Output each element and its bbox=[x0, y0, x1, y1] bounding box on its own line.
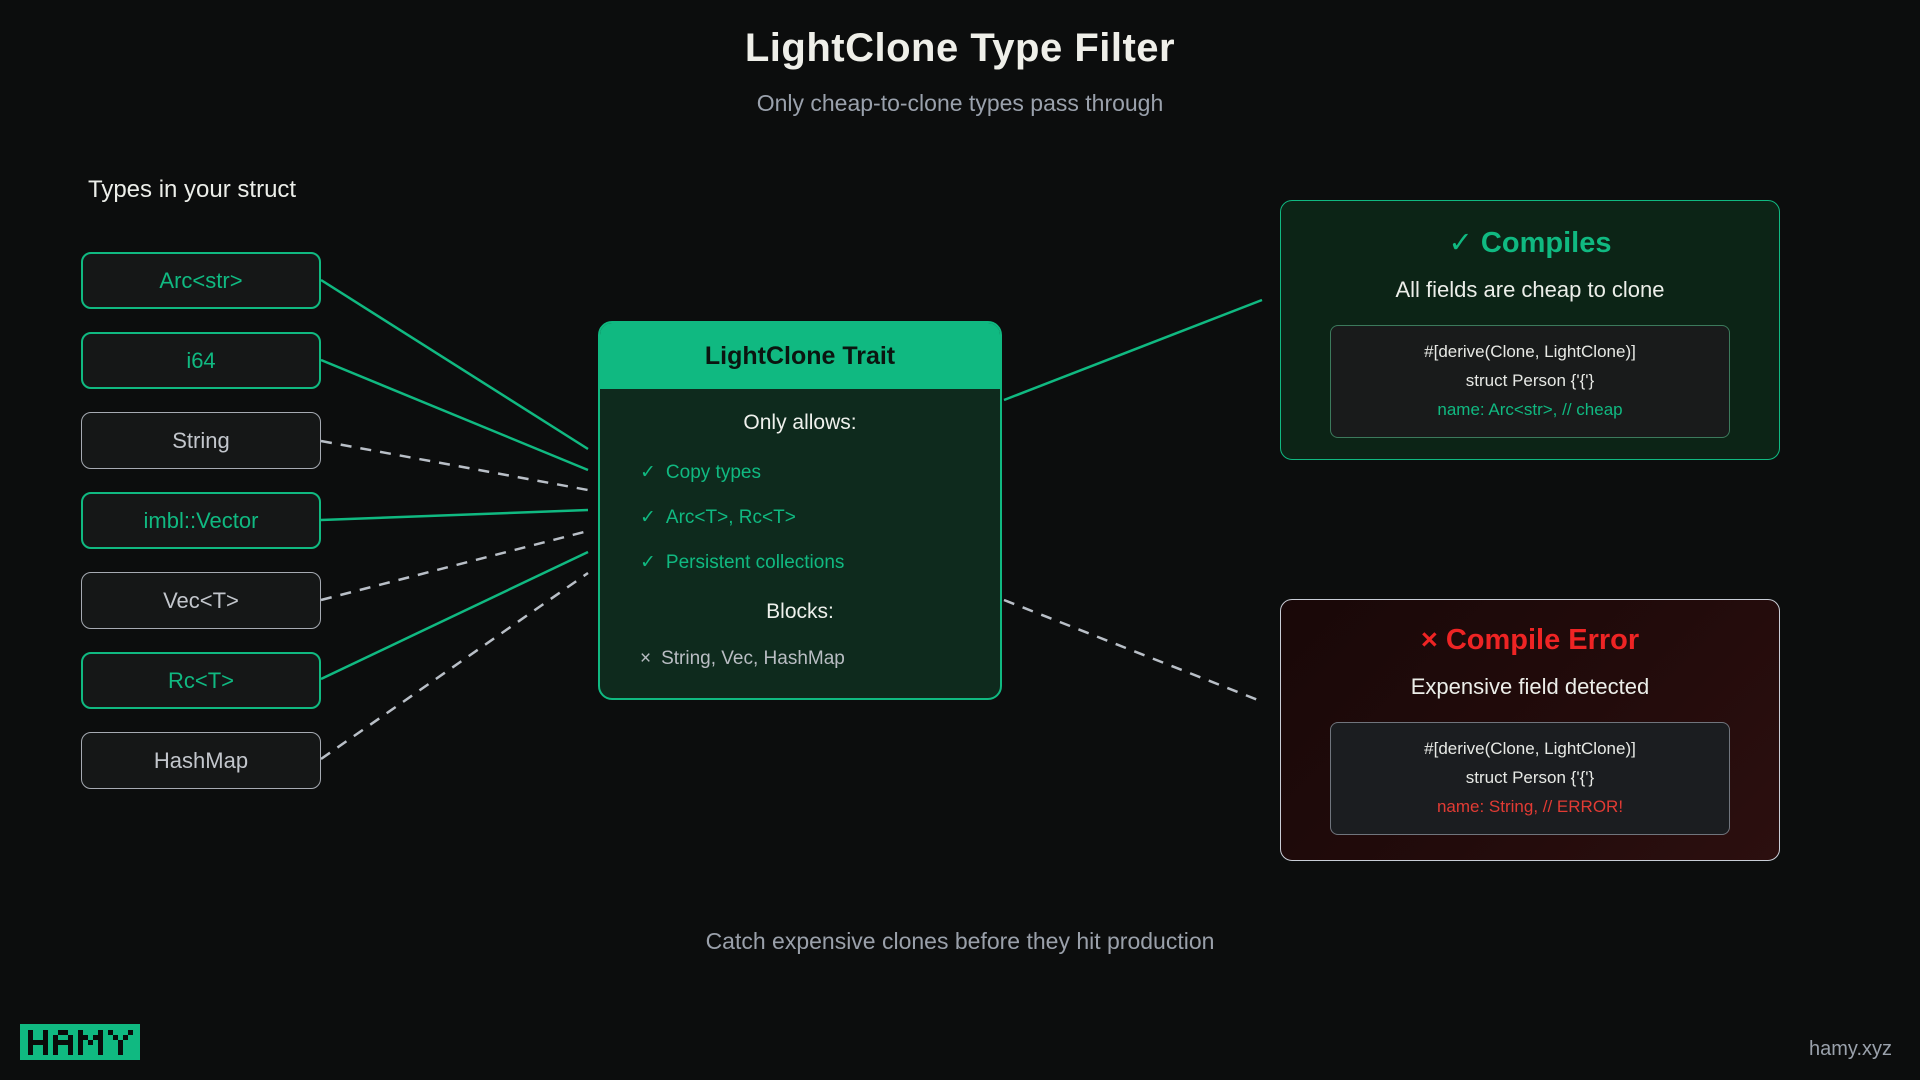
compiles-title-text: Compiles bbox=[1480, 227, 1612, 259]
cross-icon: × bbox=[640, 648, 652, 669]
page-subtitle: Only cheap-to-clone types pass through bbox=[756, 90, 1164, 116]
type-label: String bbox=[172, 427, 230, 453]
error-code-block: #[derive(Clone, LightClone)] struct Pers… bbox=[1330, 722, 1730, 835]
check-icon: ✓ bbox=[640, 552, 656, 573]
compiles-title: ✓ Compiles bbox=[1281, 225, 1779, 260]
compiles-code-block: #[derive(Clone, LightClone)] struct Pers… bbox=[1330, 325, 1730, 438]
type-label: HashMap bbox=[153, 747, 249, 773]
code-line-error: name: String, // ERROR! bbox=[1436, 797, 1624, 816]
type-box-rc-t: Rc<T> bbox=[81, 652, 321, 709]
allow-item: ✓ Arc<T>, Rc<T> bbox=[640, 506, 960, 529]
trait-box-title: LightClone Trait bbox=[600, 323, 1000, 389]
type-label: i64 bbox=[186, 347, 216, 373]
page-title: LightClone Type Filter bbox=[744, 26, 1176, 70]
type-column: Arc<str> i64 String imbl::Vector Vec<T> … bbox=[81, 252, 321, 812]
check-icon: ✓ bbox=[640, 462, 656, 483]
error-subtitle: Expensive field detected bbox=[1410, 674, 1650, 699]
check-icon: ✓ bbox=[1448, 227, 1473, 259]
error-title-text: Compile Error bbox=[1445, 624, 1640, 656]
error-title: × Compile Error bbox=[1281, 624, 1779, 657]
compiles-subtitle: All fields are cheap to clone bbox=[1395, 277, 1665, 302]
type-box-imbl-vector: imbl::Vector bbox=[81, 492, 321, 549]
code-line: #[derive(Clone, LightClone)] bbox=[1424, 342, 1636, 361]
code-line: struct Person {'{'} bbox=[1465, 371, 1595, 390]
block-item-label: String, Vec, HashMap bbox=[661, 648, 845, 669]
allow-item: ✓ Persistent collections bbox=[640, 551, 960, 574]
code-line: #[derive(Clone, LightClone)] bbox=[1424, 739, 1636, 758]
type-box-vec-t: Vec<T> bbox=[81, 572, 321, 629]
type-label: Rc<T> bbox=[167, 667, 235, 693]
check-icon: ✓ bbox=[640, 507, 656, 528]
lightclone-trait-box: LightClone Trait Only allows: ✓ Copy type… bbox=[598, 321, 1002, 700]
hamy-logo bbox=[20, 1024, 140, 1060]
allow-item: ✓ Copy types bbox=[640, 461, 960, 484]
type-label: Vec<T> bbox=[163, 587, 239, 613]
code-line: struct Person {'{'} bbox=[1465, 768, 1595, 787]
compile-error-result-box: × Compile Error Expensive field detected… bbox=[1280, 599, 1780, 861]
type-box-i64: i64 bbox=[81, 332, 321, 389]
block-item: × String, Vec, HashMap bbox=[640, 648, 960, 670]
type-box-string: String bbox=[81, 412, 321, 469]
type-label: Arc<str> bbox=[159, 267, 243, 293]
allow-item-label: Copy types bbox=[665, 462, 761, 483]
hamy-logo-pixel-letters bbox=[27, 1029, 133, 1055]
footer-tagline: Catch expensive clones before they hit p… bbox=[705, 928, 1215, 954]
type-box-hashmap: HashMap bbox=[81, 732, 321, 789]
left-column-heading: Types in your struct bbox=[88, 176, 297, 203]
code-line-cheap: name: Arc<str>, // cheap bbox=[1437, 400, 1623, 419]
allow-item-label: Persistent collections bbox=[665, 552, 845, 573]
trait-box-body: Only allows: ✓Copy types ✓Arc<T>, Rc<T> … bbox=[600, 389, 1000, 670]
cross-icon: × bbox=[1420, 624, 1438, 656]
allows-heading: Only allows: bbox=[743, 411, 857, 434]
allow-item-label: Arc<T>, Rc<T> bbox=[665, 507, 796, 528]
compiles-result-box: ✓ Compiles All fields are cheap to clone… bbox=[1280, 200, 1780, 460]
blocks-heading: Blocks: bbox=[766, 600, 834, 623]
site-link: hamy.xyz bbox=[1809, 1038, 1892, 1060]
type-box-arc-str: Arc<str> bbox=[81, 252, 321, 309]
type-label: imbl::Vector bbox=[143, 507, 259, 533]
